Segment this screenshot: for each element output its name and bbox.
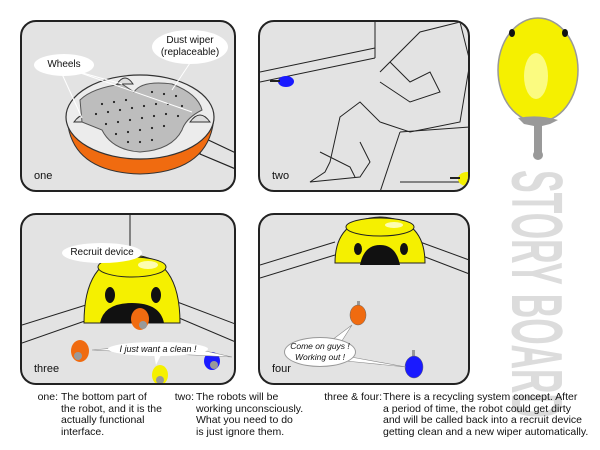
- caption-line: is just ignore them.: [196, 425, 285, 438]
- speech-text-clean: I just want a clean !: [119, 344, 197, 354]
- speech-bubble-clean: I just want a clean !: [108, 342, 208, 356]
- panel-label-three: three: [34, 363, 60, 375]
- robot-bottom-illustration: [61, 59, 234, 175]
- dust-wiper-sublabel: (replaceable): [160, 47, 220, 58]
- speech-bubble-working: Come on guys ! Working out !: [284, 337, 356, 367]
- speech-text-line1: Come on guys !: [290, 341, 350, 351]
- caption-line: What you need to do: [196, 414, 293, 426]
- wheels-annotation: Wheels: [34, 54, 94, 76]
- caption-term: two:: [174, 391, 194, 403]
- caption-line: The robots will be: [196, 391, 279, 403]
- blue-robot: [278, 76, 294, 87]
- caption-line: working unconsciously.: [196, 402, 304, 415]
- caption-line: The bottom part of: [61, 391, 147, 403]
- storyboard-title-text: STORY BOARD: [496, 170, 576, 418]
- seated-person-illustration: [260, 22, 468, 190]
- panel-label-two: two: [272, 170, 290, 182]
- caption-line: a period of time, the robot could get di…: [383, 402, 571, 415]
- panel-two: two: [258, 20, 470, 192]
- dust-wiper-annotation: Dust wiper (replaceable): [152, 30, 228, 64]
- wheels-label: Wheels: [47, 59, 81, 70]
- blue-robot-tail: [270, 80, 280, 82]
- caption-term: three & four:: [324, 391, 382, 403]
- caption-line: the robot, and it is the: [61, 402, 162, 415]
- panel-label-four: four: [272, 363, 291, 375]
- caption-term: one:: [37, 391, 58, 403]
- panel-label-one: one: [34, 170, 53, 182]
- caption-line: and will be called back into a recruit d…: [383, 414, 583, 426]
- yellow-robot: [458, 172, 468, 186]
- recruit-device-illustration: [22, 215, 234, 383]
- robot-top-view-illustration: [497, 17, 579, 160]
- panel-one: Wheels Dust wiper (replaceable) one: [20, 20, 236, 192]
- yellow-robot-tail: [450, 177, 460, 179]
- caption-line: interface.: [61, 425, 105, 438]
- recruit-device-label: Recruit device: [70, 247, 134, 258]
- working-robots-illustration: [260, 216, 468, 379]
- caption-line: getting clean and a new wiper automatica…: [383, 425, 589, 438]
- caption-line: There is a recycling system concept. Aft…: [383, 391, 578, 403]
- panel-four: Come on guys ! Working out ! four: [258, 213, 470, 385]
- speech-text-line2: Working out !: [294, 352, 346, 362]
- recruit-device-annotation: Recruit device: [62, 243, 142, 263]
- panel-three: Recruit device I just want a clean ! thr…: [20, 213, 236, 385]
- dust-wiper-label: Dust wiper: [166, 35, 214, 46]
- storyboard-title: STORY BOARD: [496, 170, 576, 418]
- caption-line: actually functional: [61, 414, 145, 426]
